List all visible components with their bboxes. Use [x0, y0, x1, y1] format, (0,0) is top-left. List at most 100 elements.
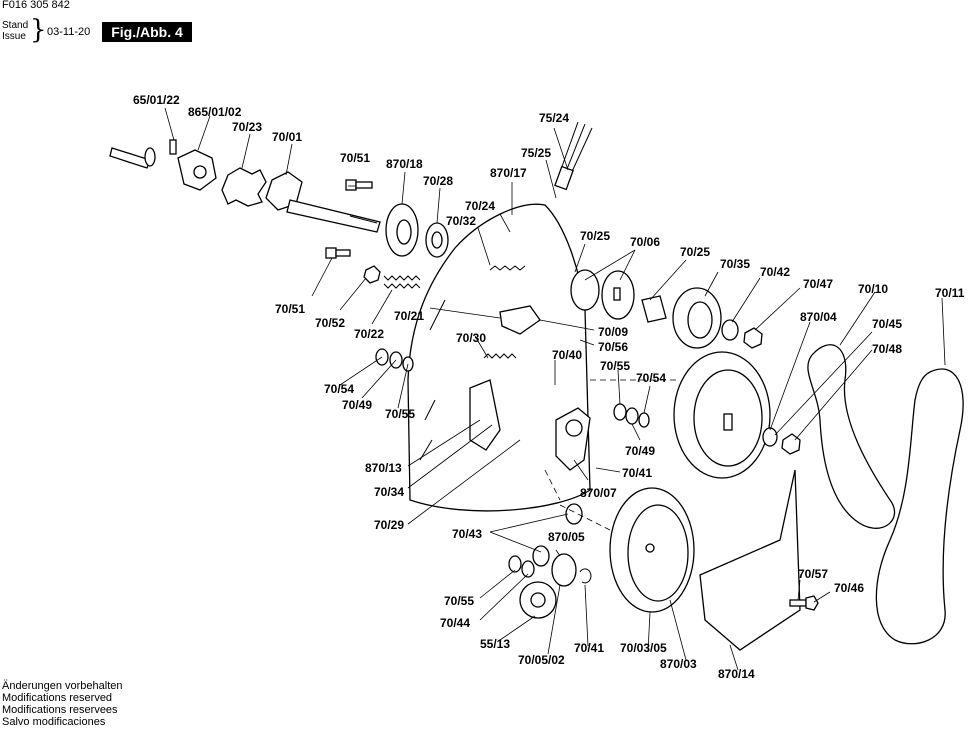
pinion	[551, 553, 577, 587]
washer-right-a	[613, 403, 627, 421]
main-shaft	[265, 171, 381, 233]
figure-badge: Fig./Abb. 4	[102, 22, 192, 42]
label-865-01-02: 865/01/02	[188, 105, 242, 119]
spacer	[641, 295, 667, 323]
cable-end	[554, 165, 574, 191]
part-labels: 65/01/22 865/01/02 70/23 70/01 70/51 870…	[133, 93, 965, 681]
lower-pulley-hub	[645, 543, 655, 553]
label-70-44: 70/44	[440, 616, 470, 630]
washer-right-c	[638, 412, 650, 428]
cables	[559, 121, 593, 177]
label-70-05-02: 70/05/02	[518, 653, 565, 667]
washer-lower-d	[565, 503, 583, 525]
label-55-13: 55/13	[480, 637, 510, 651]
small-disc	[570, 269, 600, 311]
rubber-star	[221, 167, 267, 207]
nut-right	[743, 327, 763, 349]
washer-45	[762, 427, 778, 447]
spring-middle	[483, 353, 517, 359]
label-870-14: 870/14	[718, 667, 755, 681]
screw-top	[345, 179, 373, 191]
label-870-07: 870/07	[580, 486, 617, 500]
label-70-55-lower: 70/55	[444, 594, 474, 608]
label-870-13: 870/13	[365, 461, 402, 475]
stand-label: Stand	[2, 20, 29, 31]
label-70-35: 70/35	[720, 257, 750, 271]
coupling-hole	[193, 165, 207, 179]
disc-slot	[613, 287, 621, 301]
label-870-05: 870/05	[548, 530, 585, 544]
circlip	[579, 568, 592, 584]
label-70-49-left: 70/49	[342, 398, 372, 412]
brace-glyph: }	[30, 15, 47, 45]
gear-hub	[530, 592, 546, 608]
label-70-52: 70/52	[315, 316, 345, 330]
label-70-30: 70/30	[456, 331, 486, 345]
label-870-17: 870/17	[490, 166, 527, 180]
label-70-03-05: 70/03/05	[620, 641, 667, 655]
label-70-56: 70/56	[598, 340, 628, 354]
label-70-54-right: 70/54	[636, 371, 666, 385]
label-70-25-top: 70/25	[580, 229, 610, 243]
belt-large	[875, 368, 964, 645]
label-70-54-left: 70/54	[324, 382, 354, 396]
label-70-21: 70/21	[394, 309, 424, 323]
issue-date: 03-11-20	[47, 26, 91, 38]
label-70-10: 70/10	[858, 282, 888, 296]
pulley-inner	[687, 301, 713, 339]
label-70-23: 70/23	[232, 120, 262, 134]
footer-line-es: Salvo modificaciones	[2, 716, 106, 728]
shaft-tube	[109, 147, 156, 169]
tensioner	[555, 407, 591, 471]
part-drawings	[109, 121, 964, 651]
label-70-06: 70/06	[630, 235, 660, 249]
label-70-57: 70/57	[798, 567, 828, 581]
label-70-41-lower: 70/41	[574, 641, 604, 655]
label-70-34: 70/34	[374, 485, 404, 499]
lever	[499, 305, 541, 335]
label-70-43: 70/43	[452, 527, 482, 541]
leader-lines	[164, 107, 946, 671]
stand-issue-label: Stand Issue	[2, 20, 28, 42]
label-70-29: 70/29	[374, 518, 404, 532]
spring	[383, 275, 421, 289]
label-70-55-right: 70/55	[600, 359, 630, 373]
belt-small	[807, 344, 896, 529]
label-70-45: 70/45	[872, 317, 902, 331]
bearing-inner	[431, 231, 443, 249]
footer-disclaimer: Änderungen vorbehalten Modifications res…	[2, 680, 122, 728]
label-65-01-22: 65/01/22	[133, 93, 180, 107]
screw-bottom	[325, 247, 351, 259]
document-number: F016 305 842	[2, 0, 70, 11]
label-70-01: 70/01	[272, 130, 302, 144]
label-70-42: 70/42	[760, 265, 790, 279]
label-70-24: 70/24	[465, 199, 495, 213]
label-870-04: 870/04	[800, 310, 837, 324]
label-70-48: 70/48	[872, 342, 902, 356]
label-70-32: 70/32	[446, 214, 476, 228]
nut	[363, 265, 381, 284]
label-75-24: 75/24	[539, 111, 569, 125]
tensioner-roller	[565, 419, 583, 437]
label-70-22: 70/22	[354, 327, 384, 341]
label-70-28: 70/28	[423, 174, 453, 188]
bracket	[469, 379, 501, 451]
footer-line-fr: Modifications reservees	[2, 704, 118, 716]
label-870-03: 870/03	[660, 657, 697, 671]
washer-lower-a	[508, 555, 522, 573]
label-70-41-mid: 70/41	[622, 466, 652, 480]
large-pulley-slot	[723, 413, 733, 431]
assembly-lines	[544, 379, 680, 531]
label-70-47: 70/47	[803, 277, 833, 291]
label-70-25-right: 70/25	[680, 245, 710, 259]
issue-label: Issue	[2, 31, 26, 42]
footer-line-de: Änderungen vorbehalten	[2, 680, 123, 692]
label-70-09: 70/09	[598, 325, 628, 339]
label-70-55-left: 70/55	[385, 407, 415, 421]
washer	[721, 319, 739, 341]
label-75-25: 75/25	[521, 146, 551, 160]
set-screw	[169, 139, 177, 155]
spring-upper	[489, 265, 526, 271]
washer-lower-c	[532, 545, 550, 567]
washer-right-b	[625, 407, 639, 425]
